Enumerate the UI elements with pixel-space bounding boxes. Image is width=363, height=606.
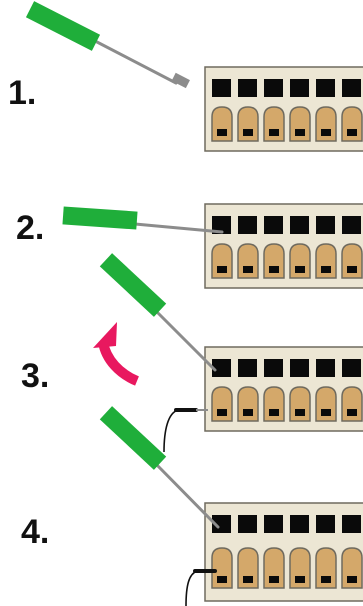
clamp-slot bbox=[212, 216, 231, 234]
rotate-arrow-icon bbox=[93, 322, 140, 386]
clamp-slot bbox=[290, 515, 309, 533]
clamp-slot bbox=[238, 216, 257, 234]
wire-entry bbox=[243, 266, 253, 273]
clamp-slot bbox=[316, 515, 335, 533]
wire-entry bbox=[217, 409, 227, 416]
wire-entry bbox=[295, 129, 305, 136]
wire-entry bbox=[269, 129, 279, 136]
wire-entry bbox=[243, 409, 253, 416]
clamp-slot bbox=[316, 216, 335, 234]
wire-entry bbox=[347, 576, 357, 583]
clamp-slot bbox=[238, 359, 257, 377]
step-4-terminal-block bbox=[204, 502, 363, 602]
wire-entry bbox=[269, 409, 279, 416]
wire-entry bbox=[321, 266, 331, 273]
wire-entry bbox=[217, 576, 227, 583]
step-3-terminal-block bbox=[204, 346, 363, 432]
wire-entry bbox=[347, 409, 357, 416]
step-2-label: 2. bbox=[16, 209, 45, 247]
step-4-screwdriver-icon bbox=[99, 406, 220, 529]
wire-entry bbox=[243, 576, 253, 583]
clamp-slot bbox=[342, 79, 361, 97]
clamp-slot bbox=[316, 359, 335, 377]
wire-entry bbox=[295, 409, 305, 416]
wire-entry bbox=[321, 129, 331, 136]
step-3-wire-icon bbox=[163, 408, 208, 453]
clamp-slot bbox=[264, 79, 283, 97]
wire-entry bbox=[321, 576, 331, 583]
wire-entry bbox=[347, 266, 357, 273]
step-4-wire-icon bbox=[185, 569, 217, 606]
wire-entry bbox=[321, 409, 331, 416]
clamp-slot bbox=[316, 79, 335, 97]
clamp-slot bbox=[264, 359, 283, 377]
clamp-slot bbox=[264, 216, 283, 234]
wire-entry bbox=[347, 129, 357, 136]
step-1-screwdriver-icon bbox=[25, 1, 190, 89]
wire-entry bbox=[217, 266, 227, 273]
wire-entry bbox=[243, 129, 253, 136]
step-4-label: 4. bbox=[21, 513, 50, 551]
clamp-slot bbox=[290, 216, 309, 234]
clamp-slot bbox=[238, 515, 257, 533]
clamp-slot bbox=[212, 79, 231, 97]
step-1-label: 1. bbox=[8, 74, 37, 112]
wire-entry bbox=[269, 266, 279, 273]
clamp-slot bbox=[212, 359, 231, 377]
wire-entry bbox=[295, 266, 305, 273]
step-3-screwdriver-icon bbox=[99, 253, 217, 372]
clamp-slot bbox=[238, 79, 257, 97]
wire-entry bbox=[269, 576, 279, 583]
clamp-slot bbox=[342, 359, 361, 377]
step-1-terminal-block bbox=[204, 66, 363, 152]
step-3-label: 3. bbox=[21, 357, 50, 395]
clamp-slot bbox=[212, 515, 231, 533]
clamp-slot bbox=[342, 515, 361, 533]
clamp-slot bbox=[342, 216, 361, 234]
step-2-terminal-block bbox=[204, 203, 363, 289]
clamp-slot bbox=[264, 515, 283, 533]
step-2-screwdriver-icon bbox=[62, 206, 224, 234]
clamp-slot bbox=[290, 79, 309, 97]
wire-entry bbox=[295, 576, 305, 583]
wire-entry bbox=[217, 129, 227, 136]
clamp-slot bbox=[290, 359, 309, 377]
